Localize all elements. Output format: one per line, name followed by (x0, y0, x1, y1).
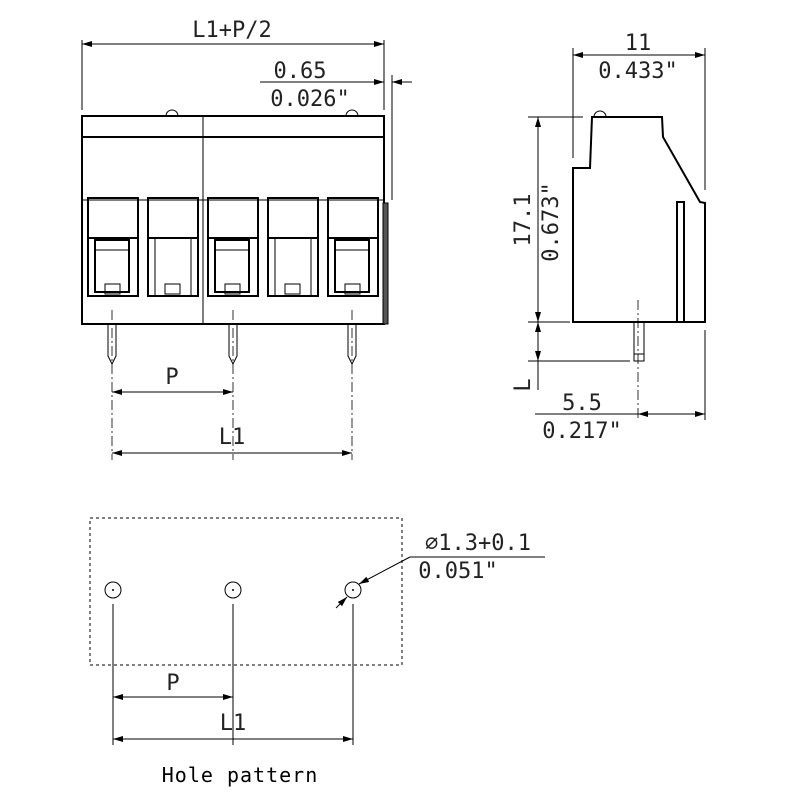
hole-length-label: L1 (220, 711, 247, 736)
offset-mm-label: 0.65 (274, 59, 327, 84)
terminal-opening (87, 197, 139, 297)
offset-in-label: 0.026" (270, 87, 349, 112)
side-view: 11 0.433" 17.1 0.673" L 5.5 0.217" (511, 31, 706, 444)
pitch-label: P (165, 365, 178, 390)
pin-offset-in-label: 0.217" (542, 419, 621, 444)
hole-pitch-label: P (166, 671, 179, 696)
hole (104, 581, 122, 745)
pin (107, 310, 117, 460)
terminal-opening (327, 197, 379, 297)
hole-diameter-mm-label: ∅1.3+0.1 (425, 531, 531, 556)
hole-pattern-view: ∅1.3+0.1 0.051" P L1 Hole pattern (89, 517, 545, 787)
terminal-opening (147, 197, 199, 297)
width-mm-label: 11 (625, 31, 652, 56)
length-label: L1 (219, 425, 246, 450)
height-mm-label: 17.1 (511, 194, 536, 247)
hole-diameter-in-label: 0.051" (418, 559, 497, 584)
width-in-label: 0.433" (598, 59, 677, 84)
hole-pattern-caption: Hole pattern (162, 763, 319, 787)
terminal-opening (267, 197, 319, 297)
height-in-label: 0.673" (539, 182, 564, 261)
hole (344, 581, 362, 745)
terminal-opening (207, 197, 259, 297)
overall-dimension-label: L1+P/2 (192, 18, 271, 43)
side-profile (572, 116, 706, 323)
pin-offset-mm-label: 5.5 (562, 391, 602, 416)
pin (228, 310, 238, 460)
pin-length-label: L (511, 378, 536, 391)
pin (347, 310, 357, 460)
hole (224, 581, 242, 745)
front-view: L1+P/2 0.65 0.026" P L1 (81, 18, 412, 460)
